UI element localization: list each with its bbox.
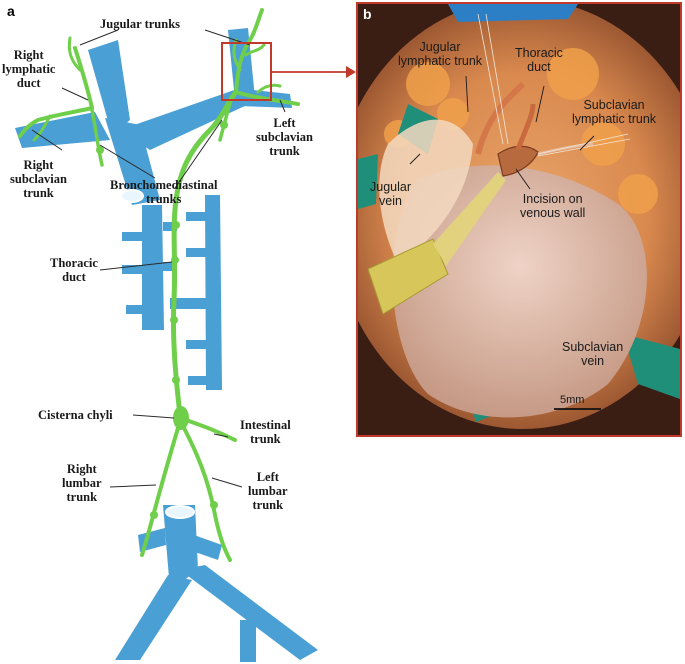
intercostal-vein [126,305,144,314]
hemiazygos-vein [205,195,222,390]
label-right-subclavian-trunk: Right subclavian trunk [10,158,67,200]
label-intestinal-trunk: Intestinal trunk [240,418,291,446]
lymphatic-system [18,8,300,562]
intestinal-trunk-line [184,418,237,442]
label-left-lumbar-trunk: Left lumbar trunk [248,470,288,512]
cannula-hub [367,238,449,315]
label-right-lumbar-trunk: Right lumbar trunk [62,462,102,504]
label-bronchomediastinal-trunks: Bronchomediastinal trunks [110,178,218,206]
lymphatic-schematic [15,8,356,662]
right-subclavian-trunk-line [18,106,94,138]
green-drape [623,334,680,399]
left-subclavian-branch [256,83,282,94]
surgical-photo [358,4,680,435]
thoracic-duct-vessel [515,103,536,150]
surgical-photo-frame [356,2,682,437]
left-common-iliac-vein [180,565,318,660]
photo-leader-lines [409,75,595,190]
right-lymphatic-duct-line [73,46,94,110]
left-subclavian-trunk-line [234,90,300,106]
jugular-vein-region [379,119,473,264]
label-cisterna-chyli: Cisterna chyli [38,408,113,422]
right-subclavian-branch [32,114,52,142]
right-common-iliac-vein [115,575,192,660]
label-jugular-lymphatic-trunk: Jugular lymphatic trunk [398,40,483,68]
left-lumbar-trunk-line [182,426,232,562]
intercostal-vein [122,232,144,241]
right-bronchomediastinal-line [90,108,104,167]
label-thoracic-duct-photo: Thoracic duct [515,46,563,74]
left-internal-iliac-vein [240,620,256,662]
intercostal-vein [186,248,206,257]
callout-arrow-head [346,66,356,78]
left-jugular-branch [244,43,266,57]
label-subclavian-vein: Subclavian vein [562,340,624,368]
panel-letter-b: b [363,6,372,22]
intercostal-vein [188,376,206,385]
leader-lines [31,29,286,488]
left-renal-tributary [194,535,222,560]
superior-vena-cava [105,118,160,205]
right-lumbar-trunk-line [140,426,180,557]
intercostal-vein [163,222,177,231]
intercostal-vein [163,262,177,271]
svc-opening [120,189,144,203]
label-scale-bar: 5mm [560,394,585,406]
right-jugular-branch [67,36,82,72]
azygos-vein [142,205,164,330]
intercostal-vein [186,212,206,221]
panel-letter-a: a [7,3,15,19]
intercostal-vein [186,340,206,349]
drape-top [448,4,578,22]
label-thoracic-duct: Thoracic duct [50,256,98,284]
label-incision-venous-wall: Incision on venous wall [520,192,586,220]
jugular-lymphatic-trunk-vessel [475,81,526,155]
label-jugular-trunks: Jugular trunks [100,17,181,31]
label-subclavian-lymphatic-trunk: Subclavian lymphatic trunk [572,98,657,126]
right-jugular-vein [88,40,130,135]
right-subclavian-vein [15,112,110,148]
ivc-opening [165,505,195,519]
lymph-nodules [96,121,228,519]
cannula-tube [433,172,506,266]
hemiazygos-connection [170,298,208,309]
label-left-subclavian-trunk: Left subclavian trunk [256,116,313,158]
label-right-lymphatic-duct: Right lymphatic duct [2,48,56,90]
left-jugular-trunk-line [234,8,264,94]
intercostal-vein [122,265,144,274]
cisterna-chyli-shape [173,406,189,430]
green-drape [358,154,378,209]
label-jugular-vein: Jugular vein [370,180,411,208]
thoracic-duct-line [170,89,239,418]
sutures [477,13,631,157]
incision [497,145,539,177]
